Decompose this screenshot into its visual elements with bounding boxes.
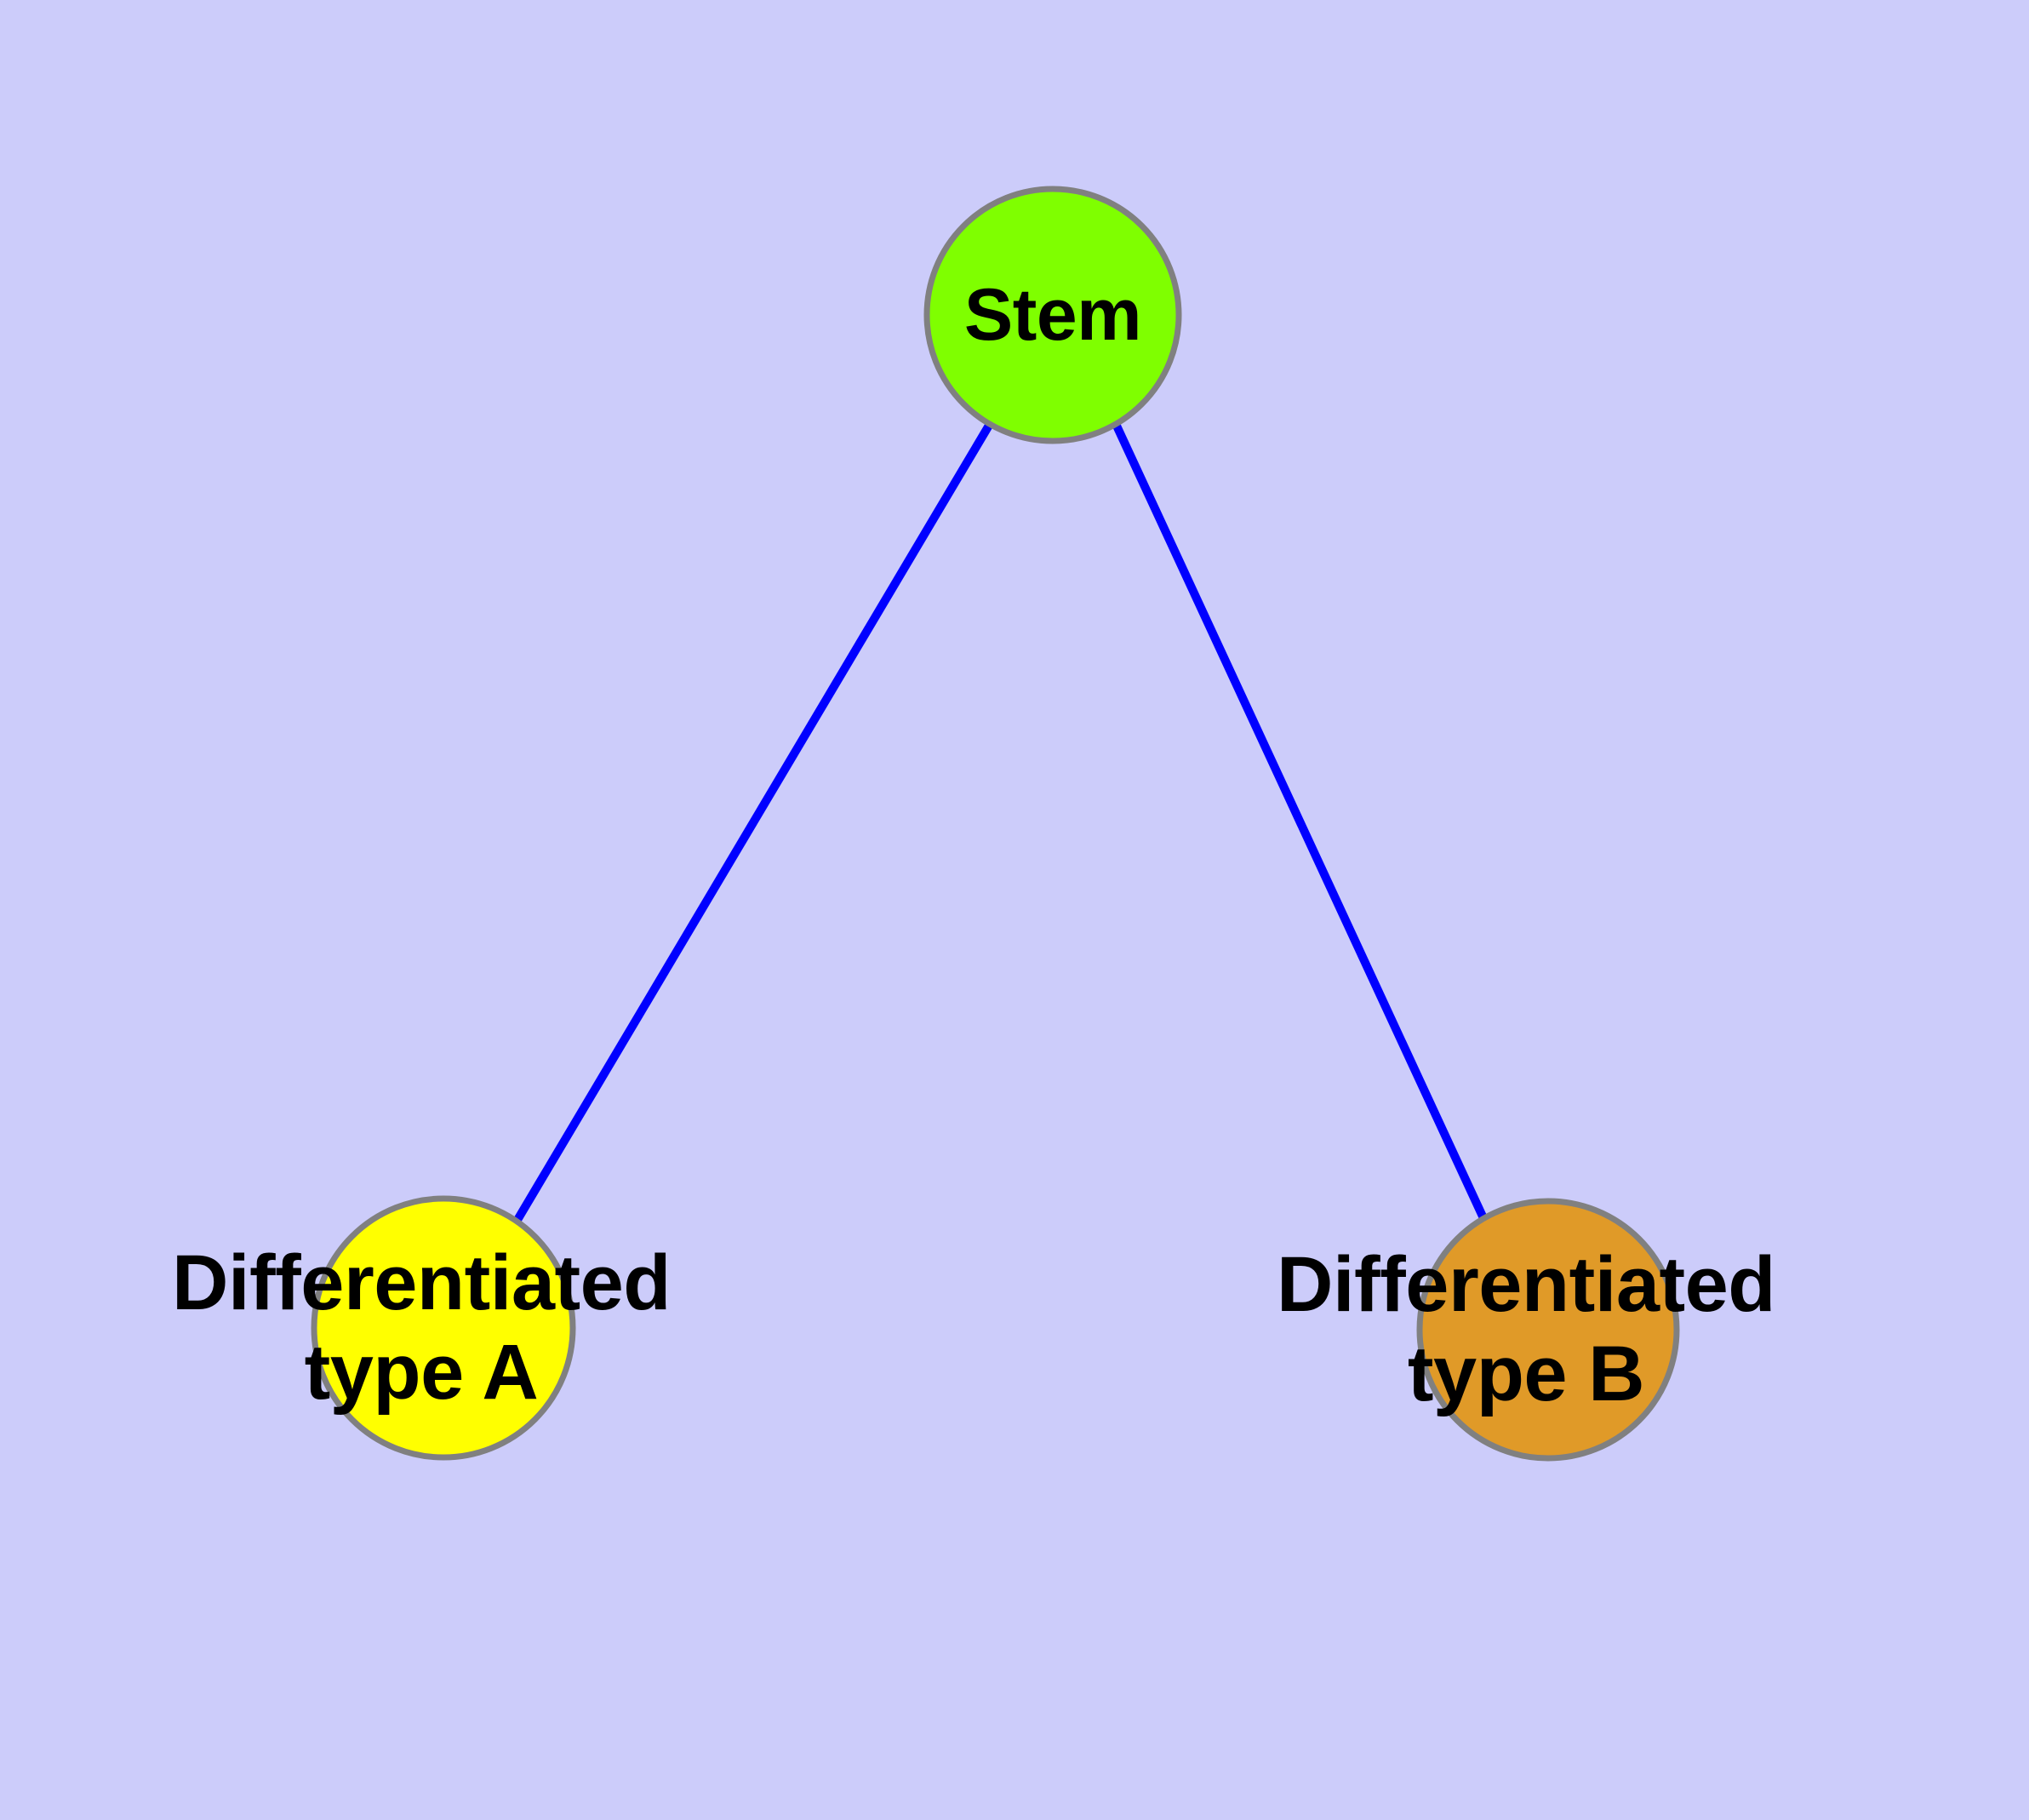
edges-group xyxy=(513,421,1488,1222)
node-circle-differentiated-type-a[interactable] xyxy=(311,1195,576,1461)
edge-stem-to-differentiated-type-b[interactable] xyxy=(1112,421,1488,1221)
nodes-group xyxy=(311,186,1680,1462)
node-circle-stem[interactable] xyxy=(923,186,1182,444)
node-circle-differentiated-type-b[interactable] xyxy=(1416,1198,1680,1462)
edge-stem-to-differentiated-type-a[interactable] xyxy=(513,421,994,1222)
